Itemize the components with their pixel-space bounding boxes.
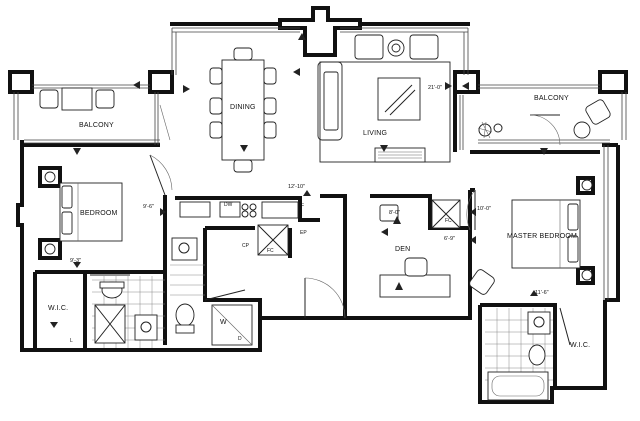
- master-bathroom: [485, 308, 553, 401]
- label-balcony-left: BALCONY: [79, 122, 114, 129]
- label-living: LIVING: [363, 130, 387, 137]
- label-wic-left: W.I.C.: [48, 305, 68, 312]
- label-fan-coil-right: FC: [445, 218, 452, 224]
- dim-bedroom: 9'-6": [143, 204, 154, 210]
- living-furniture: [317, 34, 451, 163]
- dim-bedroom-closet: 9'-3": [70, 258, 81, 264]
- laundry: [211, 304, 253, 346]
- label-coat-closet: CP: [242, 243, 250, 249]
- dim-kitchen: 12'-10": [288, 184, 305, 190]
- dishwasher: [219, 201, 241, 218]
- direction-arrows: [50, 33, 548, 328]
- label-fan-coil-left: FC: [267, 248, 274, 254]
- label-linen: L: [70, 338, 73, 344]
- master-bedroom-furniture: [469, 179, 593, 295]
- label-dryer: D: [238, 336, 242, 342]
- bathtub: [487, 371, 549, 401]
- label-wic-right: W.I.C.: [570, 342, 590, 349]
- dim-living: 21'-0": [428, 85, 442, 91]
- bathroom-left: [92, 237, 205, 348]
- balcony-left-furniture: [39, 87, 115, 111]
- den-furniture: [379, 199, 461, 298]
- label-balcony-right: BALCONY: [534, 95, 569, 102]
- label-bedroom: BEDROOM: [80, 210, 118, 217]
- interior-walls: [22, 92, 600, 388]
- den-desk: [379, 274, 451, 298]
- bedroom-furniture: [44, 171, 123, 255]
- label-washer: W: [220, 319, 227, 326]
- label-electrical-panel: EP: [300, 230, 307, 236]
- toilet-center: [175, 303, 195, 327]
- label-dishwasher: DW: [224, 202, 233, 208]
- vanity-left: [134, 314, 158, 341]
- dim-den-width: 8'-0": [389, 210, 400, 216]
- windows: [13, 27, 627, 300]
- label-dining: DINING: [230, 104, 256, 111]
- bathroom-tiles-right: [485, 308, 553, 400]
- doors: [90, 104, 571, 346]
- dining-table-set: [209, 47, 277, 173]
- kitchen: [179, 201, 299, 256]
- balcony-right-furniture: [477, 99, 611, 139]
- label-master-bedroom: MASTER BEDROOM: [507, 233, 577, 240]
- label-den: DEN: [395, 246, 410, 253]
- toilet-right: [528, 344, 546, 366]
- label-fridge: F: [301, 203, 304, 209]
- coffee-table: [377, 77, 421, 121]
- dim-master-width: 10'-0": [477, 206, 491, 212]
- dim-den-height: 6'-9": [444, 236, 455, 242]
- dim-master-closet: 11'-6": [535, 290, 549, 296]
